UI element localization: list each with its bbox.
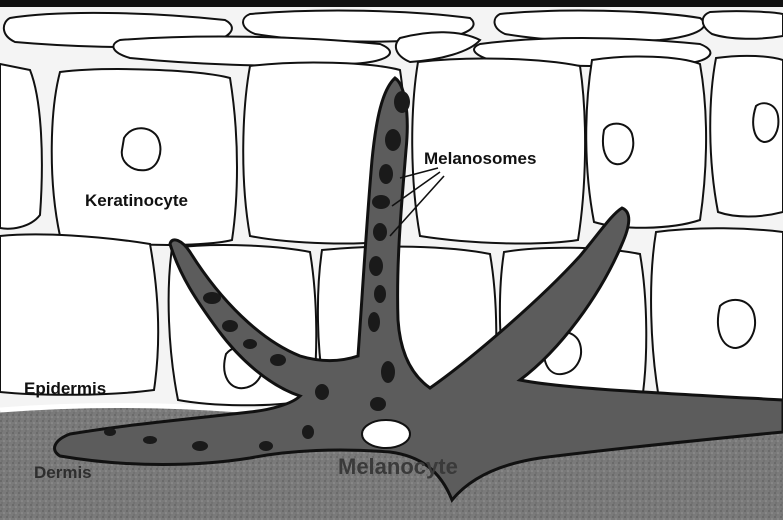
keratinocyte-cell [0, 234, 158, 394]
cell-nucleus [122, 128, 161, 170]
keratinocyte-cell [0, 64, 42, 229]
epidermis-label: Epidermis [24, 379, 106, 398]
melanocyte-nucleus [362, 420, 410, 448]
dermis-label: Dermis [34, 463, 92, 482]
flattened-cell [703, 11, 783, 39]
cell-nucleus [753, 103, 778, 142]
melanosomes-label: Melanosomes [424, 149, 536, 168]
flattened-cell [495, 11, 705, 42]
cell-nucleus [603, 124, 633, 165]
keratinocyte-label: Keratinocyte [85, 191, 188, 210]
melanocyte-label: Melanocyte [338, 454, 458, 479]
flattened-cell [396, 32, 480, 62]
cell-nucleus [718, 300, 755, 348]
top-border [0, 0, 783, 7]
flattened-cell [113, 37, 390, 66]
